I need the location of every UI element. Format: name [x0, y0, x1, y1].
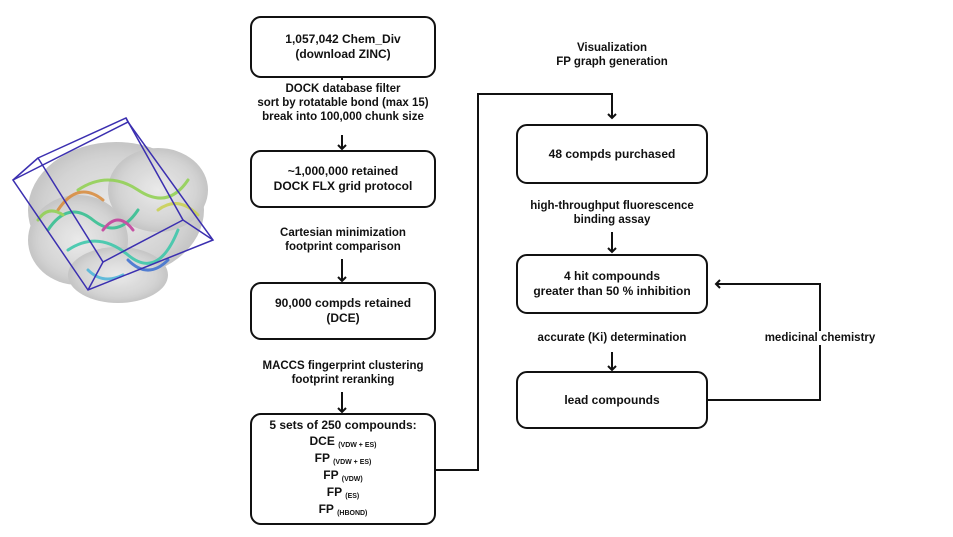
set-line-dce: DCE (VDW + ES) — [310, 435, 377, 452]
set-fp3-sub: (ES) — [345, 493, 360, 500]
set-fp3-main: FP — [326, 485, 342, 499]
set-fp4-sub: (HBOND) — [337, 510, 368, 517]
retained-1m-line-2: DOCK FLX grid protocol — [273, 179, 413, 193]
medchem-text: medicinal chemistry — [764, 332, 876, 344]
assay-line-2: binding assay — [573, 214, 651, 226]
ki-text: accurate (Ki) determination — [537, 332, 687, 344]
visualization-line-1: Visualization — [576, 42, 648, 54]
ki-label: accurate (Ki) determination — [502, 331, 722, 345]
lead-text: lead compounds — [564, 392, 660, 407]
chemdiv-line-1: 1,057,042 Chem_Div — [285, 32, 401, 46]
purchased-text: 48 compds purchased — [548, 146, 676, 161]
purchased-box: 48 compds purchased — [516, 124, 708, 184]
maccs-line-1: MACCS fingerprint clustering — [262, 360, 424, 372]
set-fp1-main: FP — [314, 451, 330, 465]
set-line-fp-vdw: FP (VDW) — [323, 469, 362, 486]
retained-1m-box: ~1,000,000 retained DOCK FLX grid protoc… — [250, 150, 436, 208]
assay-label: high-throughput fluorescence binding ass… — [502, 199, 722, 227]
retained-90k-line-1: 90,000 compds retained — [274, 296, 412, 310]
set-line-fp-vdw-es: FP (VDW + ES) — [315, 452, 372, 469]
compound-sets-box: 5 sets of 250 compounds: DCE (VDW + ES) … — [250, 413, 436, 525]
cartesian-line-1: Cartesian minimization — [280, 227, 406, 239]
cartesian-line-2: footprint comparison — [285, 241, 401, 253]
arrow-sets-to-purchased — [436, 93, 617, 471]
sets-title: 5 sets of 250 compounds: — [269, 418, 417, 432]
chemdiv-box: 1,057,042 Chem_Div (download ZINC) — [250, 16, 436, 78]
hits-line-2: greater than 50 % inhibition — [533, 284, 691, 298]
hits-line-1: 4 hit compounds — [564, 269, 660, 283]
set-line-fp-hbond: FP (HBOND) — [319, 503, 368, 520]
set-fp2-main: FP — [323, 468, 339, 482]
retained-1m-line-1: ~1,000,000 retained — [287, 164, 399, 178]
maccs-label: MACCS fingerprint clustering footprint r… — [232, 359, 454, 387]
visualization-line-2: FP graph generation — [556, 56, 668, 68]
retained-90k-box: 90,000 compds retained (DCE) — [250, 282, 436, 340]
set-dce-main: DCE — [309, 434, 335, 448]
medchem-label: medicinal chemistry — [758, 331, 882, 345]
chemdiv-line-2: (download ZINC) — [295, 47, 391, 61]
dock-filter-line-3: break into 100,000 chunk size — [262, 111, 424, 123]
retained-90k-line-2: (DCE) — [326, 311, 360, 325]
dock-filter-line-1: DOCK database filter — [285, 83, 401, 95]
cartesian-label: Cartesian minimization footprint compari… — [232, 226, 454, 254]
visualization-label: Visualization FP graph generation — [512, 41, 712, 69]
set-fp1-sub: (VDW + ES) — [333, 459, 372, 466]
hits-box: 4 hit compounds greater than 50 % inhibi… — [516, 254, 708, 314]
set-line-fp-es: FP (ES) — [327, 486, 359, 503]
lead-box: lead compounds — [516, 371, 708, 429]
set-fp2-sub: (VDW) — [341, 476, 363, 483]
assay-line-1: high-throughput fluorescence — [530, 200, 694, 212]
set-fp4-main: FP — [318, 502, 334, 516]
dock-filter-line-2: sort by rotatable bond (max 15) — [257, 97, 429, 109]
set-dce-sub: (VDW + ES) — [338, 442, 377, 449]
maccs-line-2: footprint reranking — [291, 374, 395, 386]
protein-structure-image — [11, 117, 215, 303]
dock-filter-label: DOCK database filter sort by rotatable b… — [232, 82, 454, 124]
